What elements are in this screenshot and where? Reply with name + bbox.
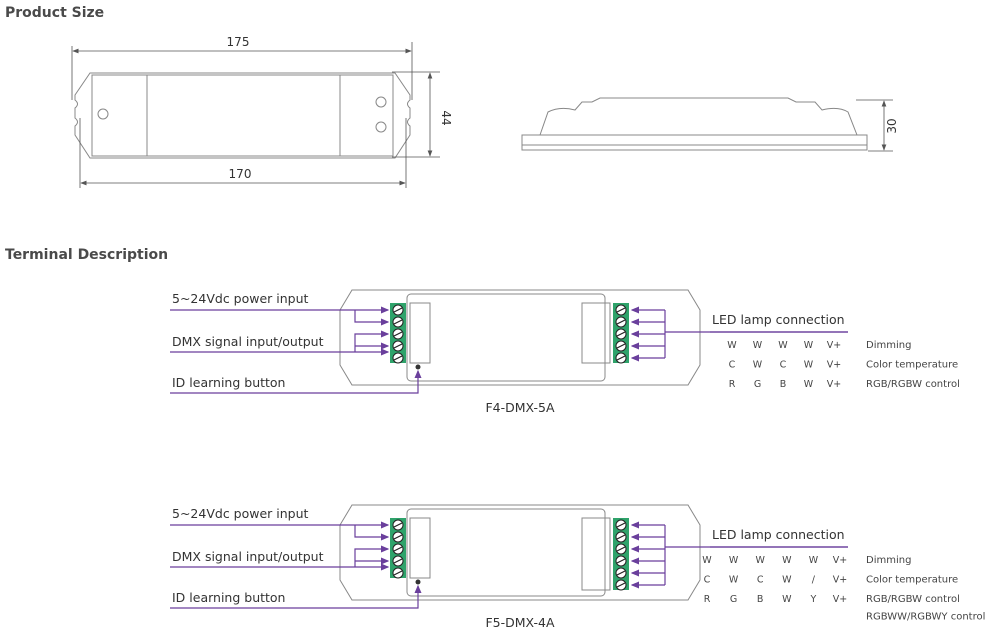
mode-description: RGB/RGBW control <box>866 594 960 605</box>
dimension-height-30: 30 <box>885 118 899 133</box>
output-terminal-block <box>581 517 629 591</box>
terminal-cell: W <box>804 360 814 371</box>
mode-description: Dimming <box>866 340 911 351</box>
power-input-label: 5~24Vdc power input <box>172 506 309 521</box>
terminal-cell: W <box>729 575 739 586</box>
connection-arrows <box>170 521 848 609</box>
id-learning-button-dot[interactable] <box>415 579 421 585</box>
terminal-cell: R <box>729 379 736 390</box>
lamp-connection-row: R G B W V+ RGB/RGBW control <box>729 379 960 390</box>
terminal-cell: C <box>704 575 711 586</box>
terminal-cell: W <box>753 360 763 371</box>
terminal-cell: W <box>782 555 792 566</box>
terminal-cell: R <box>704 594 711 605</box>
model-name: F5-DMX-4A <box>485 615 554 628</box>
terminal-cell: B <box>780 379 787 390</box>
device-housing <box>339 504 701 601</box>
top-view-drawing <box>71 42 440 188</box>
lamp-connection-row: W W W W W V+ Dimming <box>702 555 911 566</box>
input-terminal-block <box>390 302 431 364</box>
dmx-signal-label: DMX signal input/output <box>172 549 324 564</box>
mode-description: Color temperature <box>866 360 958 371</box>
id-learning-button-dot[interactable] <box>415 364 421 370</box>
terminal-cell: W <box>804 379 814 390</box>
terminal-cell: Y <box>809 594 816 605</box>
led-lamp-connection-label: LED lamp connection <box>712 312 845 327</box>
terminal-cell: V+ <box>833 555 847 566</box>
terminal-cell: W <box>702 555 712 566</box>
lamp-connection-row: C W C W V+ Color temperature <box>729 360 958 371</box>
terminal-cell: W <box>778 340 788 351</box>
led-lamp-connection-label: LED lamp connection <box>712 527 845 542</box>
lamp-connection-row: W W W W V+ Dimming <box>727 340 911 351</box>
terminal-cell: / <box>812 575 816 586</box>
id-learning-button-label: ID learning button <box>172 375 285 390</box>
device-cover <box>406 293 606 382</box>
terminal-cell: V+ <box>827 379 841 390</box>
lamp-connection-row: R G B W Y V+ RGB/RGBW control <box>704 594 960 605</box>
terminal-cell: V+ <box>833 594 847 605</box>
power-input-label: 5~24Vdc power input <box>172 291 309 306</box>
mode-description: RGBWW/RGBWY control <box>866 612 985 623</box>
id-learning-button-label: ID learning button <box>172 590 285 605</box>
terminal-cell: V+ <box>833 575 847 586</box>
output-terminal-block <box>581 302 629 364</box>
terminal-cell: W <box>755 555 765 566</box>
side-view-drawing <box>521 97 893 152</box>
terminal-cell: C <box>780 360 787 371</box>
mode-description: Dimming <box>866 555 911 566</box>
terminal-cell: W <box>782 594 792 605</box>
device-cover <box>406 508 606 597</box>
terminal-cell: V+ <box>827 360 841 371</box>
terminal-cell: V+ <box>827 340 841 351</box>
terminal-cell: G <box>730 594 737 605</box>
terminal-cell: C <box>729 360 736 371</box>
mode-description: Color temperature <box>866 575 958 586</box>
terminal-cell: W <box>753 340 763 351</box>
terminal-cell: W <box>809 555 819 566</box>
device-housing <box>339 289 701 386</box>
model-name: F4-DMX-5A <box>485 400 554 415</box>
dmx-signal-label: DMX signal input/output <box>172 334 324 349</box>
connection-arrows <box>170 306 848 394</box>
dimension-length-175: 175 <box>227 35 250 49</box>
terminal-cell: C <box>757 575 764 586</box>
terminal-cell: W <box>782 575 792 586</box>
terminal-cell: G <box>754 379 761 390</box>
terminal-description-heading: Terminal Description <box>5 247 168 263</box>
lamp-connection-row: C W C W / V+ Color temperature <box>704 575 958 586</box>
terminal-cell: W <box>727 340 737 351</box>
dimension-width-44: 44 <box>439 110 453 125</box>
product-size-heading: Product Size <box>5 5 104 21</box>
input-terminal-block <box>390 517 431 579</box>
mode-description: RGB/RGBW control <box>866 379 960 390</box>
dimension-length-170: 170 <box>229 167 252 181</box>
terminal-cell: W <box>729 555 739 566</box>
lamp-connection-row: RGBWW/RGBWY control <box>866 612 985 623</box>
terminal-cell: W <box>804 340 814 351</box>
terminal-cell: B <box>757 594 764 605</box>
